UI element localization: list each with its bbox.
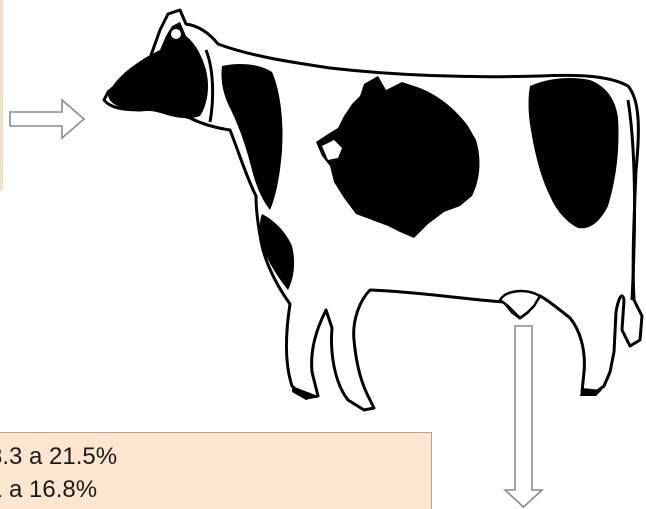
composition-value-box: 8.3 a 21.5% 1 a 16.8% bbox=[0, 432, 432, 509]
input-arrow-icon bbox=[10, 100, 84, 138]
output-arrow-icon bbox=[505, 326, 542, 507]
cow-udder bbox=[500, 291, 540, 318]
value-line-first: 8.3 a 21.5% bbox=[0, 443, 117, 471]
value-line-second: 1 a 16.8% bbox=[0, 476, 97, 504]
cow-ear bbox=[170, 28, 182, 40]
